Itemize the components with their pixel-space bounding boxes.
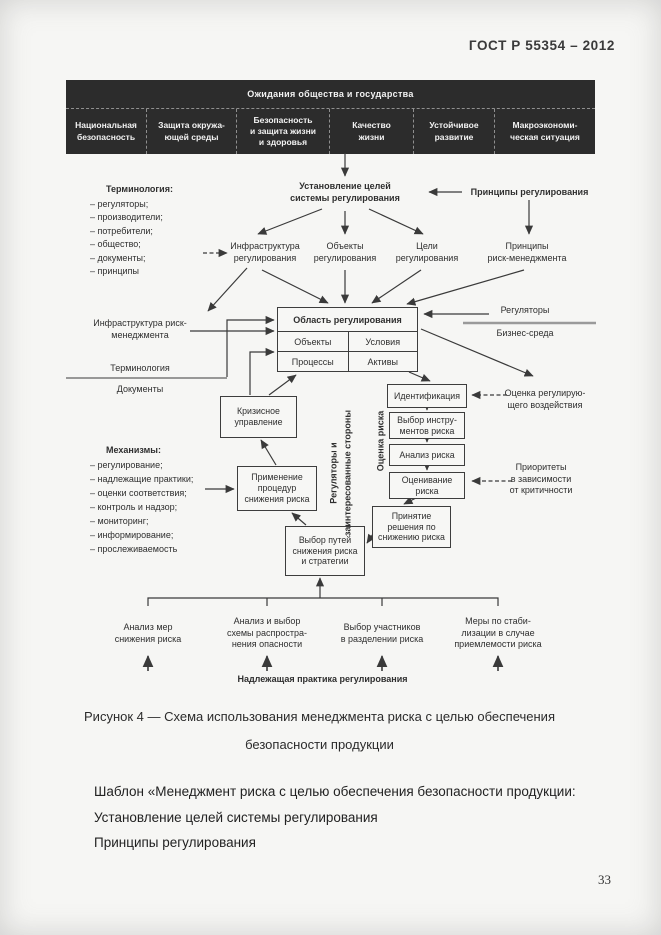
label-risk-management-principles: Принципы риск-менеджмента	[487, 241, 567, 263]
box-choose-paths: Выбор путей снижения риска и стратегии	[285, 526, 365, 576]
text-block: Рисунок 4 — Схема использования менеджме…	[47, 703, 592, 855]
box-apply-procedures: Применение процедур снижения риска	[237, 466, 317, 511]
banner-cells: Национальная безопасность Защита окружа-…	[66, 109, 595, 154]
terminology-list: Терминология: – регуляторы; – производит…	[90, 183, 215, 279]
list-item: – регулирование;	[90, 459, 163, 470]
paragraph: Установление целей системы регулирования	[94, 810, 378, 825]
list-item: – потребители;	[90, 225, 153, 236]
box-tools-selection: Выбор инстру- ментов риска	[389, 412, 465, 439]
list-item: – документы;	[90, 252, 146, 263]
banner-cell-sustainability: Устойчивое развитие	[413, 109, 494, 154]
label-regulation-principles: Принципы регулирования	[470, 187, 589, 197]
area-cell-conditions: Условия	[347, 332, 418, 351]
box-risk-decision: Принятие решения по снижению риска	[372, 506, 451, 548]
box-crisis-management: Кризисное управление	[220, 396, 297, 438]
mechanisms-title: Механизмы:	[106, 445, 161, 455]
label-infrastructure: Инфраструктура регулирования	[230, 241, 300, 263]
label-hazard-spread-scheme: Анализ и выбор схемы распростра- нения о…	[226, 616, 308, 650]
label-vertical-stakeholders: Регуляторы и заинтересованные стороны	[328, 409, 353, 537]
list-item: – информирование;	[90, 529, 174, 540]
regulation-area-grid: Объекты Условия Процессы Активы	[278, 332, 417, 371]
label-priorities: Приоритеты в зависимости от критичности	[509, 462, 573, 496]
banner-title: Ожидания общества и государства	[66, 80, 595, 109]
page-number: 33	[598, 872, 611, 887]
label-risk-infrastructure: Инфраструктура риск- менеджмента	[93, 318, 187, 340]
banner-cell-environment: Защита окружа- ющей среды	[146, 109, 236, 154]
expectations-banner: Ожидания общества и государства Национал…	[66, 80, 595, 154]
list-item: – регуляторы;	[90, 198, 149, 209]
list-item: – прослеживаемость	[90, 543, 178, 554]
list-item: – общество;	[90, 239, 141, 249]
label-business-environment: Бизнес-среда	[496, 328, 554, 338]
area-cell-objects: Объекты	[294, 336, 332, 347]
mechanisms-list: Механизмы: – регулирование; – надлежащие…	[90, 444, 225, 557]
list-item: – оценки соответствия;	[90, 487, 187, 498]
label-risk-sharing-participants: Выбор участников в разделении риска	[340, 622, 424, 644]
label-regulatory-impact: Оценка регулирую- щего воздействия	[504, 388, 586, 410]
list-item: – надлежащие практики;	[90, 473, 194, 484]
document-code: ГОСТ Р 55354 – 2012	[468, 38, 615, 53]
label-targets: Цели регулирования	[395, 241, 459, 263]
label-documents-zone: Документы	[116, 384, 164, 394]
list-item: – контроль и надзор;	[90, 501, 178, 512]
label-terminology-zone: Терминология	[110, 363, 170, 373]
label-good-practice: Надлежащая практика регулирования	[237, 674, 408, 684]
terminology-title: Терминология:	[106, 184, 173, 194]
regulation-area-table: Область регулирования Объекты Условия Пр…	[277, 307, 418, 372]
banner-cell-life-quality: Качество жизни	[329, 109, 413, 154]
banner-cell-safety: Безопасность и защита жизни и здоровья	[236, 109, 329, 154]
box-risk-analysis: Анализ риска	[389, 444, 465, 466]
regulation-area-title: Область регулирования	[278, 308, 417, 332]
label-vertical-risk-assessment: Оценка риска	[375, 410, 386, 472]
label-regulators-zone: Регуляторы	[500, 305, 550, 315]
area-cell-processes: Процессы	[278, 351, 348, 371]
box-identification: Идентификация	[387, 384, 467, 408]
list-item: – принципы	[90, 266, 139, 276]
label-measures-analysis: Анализ мер снижения риска	[114, 622, 182, 644]
list-item: – мониторинг;	[90, 515, 149, 526]
box-risk-evaluation: Оценивание риска	[389, 472, 465, 499]
banner-cell-national-security: Национальная безопасность	[75, 120, 137, 142]
area-cell-assets: Активы	[347, 351, 417, 371]
banner-cell-macroeconomics: Макроэкономи- ческая ситуация	[494, 109, 595, 154]
paragraph: Шаблон «Менеджмент риска с целью обеспеч…	[94, 784, 576, 799]
label-goal-setting: Установление целей системы регулирования	[290, 181, 400, 203]
label-stabilization-measures: Меры по стаби- лизации в случае приемлем…	[454, 616, 542, 650]
figure-caption: Рисунок 4 — Схема использования менеджме…	[84, 709, 555, 752]
list-item: – производители;	[90, 212, 163, 222]
paragraph: Принципы регулирования	[94, 835, 256, 850]
label-objects: Объекты регулирования	[313, 241, 377, 263]
